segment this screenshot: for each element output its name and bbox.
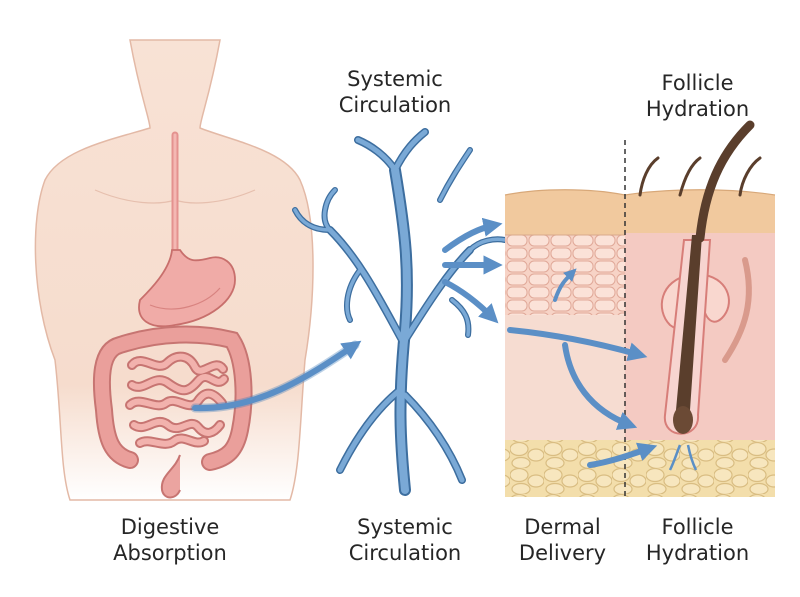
title-line: Follicle — [620, 70, 775, 96]
caption-line: Delivery — [500, 540, 625, 566]
caption-line: Digestive — [85, 514, 255, 540]
caption-line: Dermal — [500, 514, 625, 540]
title-line: Systemic — [320, 66, 470, 92]
title-line: Circulation — [320, 92, 470, 118]
title-systemic-circulation: Systemic Circulation — [320, 66, 470, 118]
caption-dermal-delivery: Dermal Delivery — [500, 514, 625, 566]
title-line: Hydration — [620, 96, 775, 122]
caption-line: Absorption — [85, 540, 255, 566]
follicle-section — [625, 125, 775, 497]
caption-systemic-circulation: Systemic Circulation — [320, 514, 490, 566]
caption-digestive-absorption: Digestive Absorption — [85, 514, 255, 566]
caption-line: Hydration — [620, 540, 775, 566]
caption-line: Circulation — [320, 540, 490, 566]
vessel-tree — [295, 132, 505, 490]
caption-line: Systemic — [320, 514, 490, 540]
caption-line: Follicle — [620, 514, 775, 540]
caption-follicle-hydration: Follicle Hydration — [620, 514, 775, 566]
title-follicle-hydration: Follicle Hydration — [620, 70, 775, 122]
